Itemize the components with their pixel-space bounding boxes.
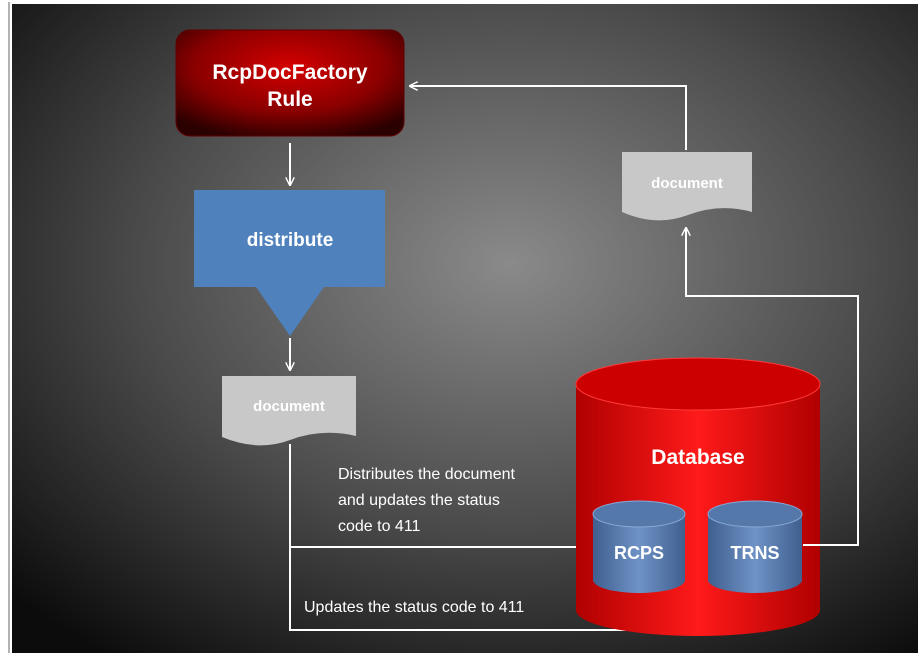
distribute-block: distribute bbox=[194, 190, 385, 336]
document-left-label: document bbox=[253, 398, 325, 415]
rule-label-line1: RcpDocFactory bbox=[212, 61, 368, 84]
edge-trns-label: Updates the status code to 411 bbox=[304, 599, 524, 616]
rule-label-line2: Rule bbox=[267, 88, 313, 111]
rcps-label: RCPS bbox=[614, 543, 664, 563]
database-label: Database bbox=[651, 446, 744, 469]
edge-rcps-label-line1: Distributes the document bbox=[338, 466, 516, 483]
edge-trns-to-document bbox=[686, 228, 859, 546]
document-left: document bbox=[222, 376, 356, 446]
document-right: document bbox=[622, 152, 752, 221]
distribute-label: distribute bbox=[247, 230, 334, 251]
document-right-label: document bbox=[651, 175, 723, 192]
database-cylinder: Database bbox=[575, 357, 821, 636]
trns-label: TRNS bbox=[731, 543, 780, 563]
edge-rcps-label-line3: code to 411 bbox=[338, 518, 421, 535]
trns-cylinder: TRNS bbox=[707, 500, 803, 593]
rule-box: RcpDocFactory Rule bbox=[175, 29, 405, 137]
edge-document-to-rule bbox=[410, 86, 687, 150]
rcps-cylinder: RCPS bbox=[592, 500, 686, 593]
edge-rcps-label-line2: and updates the status bbox=[338, 492, 500, 509]
